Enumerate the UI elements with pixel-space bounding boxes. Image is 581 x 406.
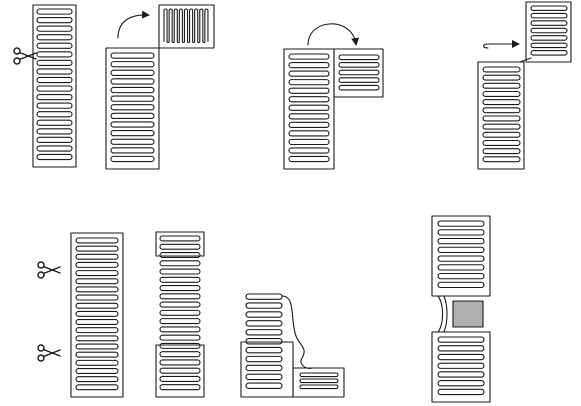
- heating-cable: [76, 238, 118, 390]
- cable-loops: [37, 9, 72, 160]
- scissors-icon: [38, 262, 60, 278]
- cable-loops: [339, 55, 379, 90]
- cable-loops: [289, 54, 329, 162]
- cable-loops: [438, 221, 484, 288]
- scissors-part: [14, 58, 20, 64]
- mat-panel: [71, 233, 123, 397]
- cable-loops: [76, 238, 118, 390]
- cable-loops: [483, 67, 520, 162]
- arrow-icon: [118, 15, 148, 38]
- heating-cable: [531, 6, 567, 55]
- cable-loops: [300, 373, 338, 389]
- step-cut-mat: [14, 5, 76, 167]
- cable-loops: [246, 294, 282, 388]
- scissors-part: [38, 345, 44, 351]
- heating-cable: [339, 55, 379, 90]
- cable-loops: [164, 9, 208, 42]
- heating-cable: [111, 53, 154, 162]
- scissors-part: [14, 48, 20, 54]
- cable-loops: [160, 236, 200, 390]
- obstacle: [453, 301, 483, 327]
- step-flip-section: [284, 24, 383, 169]
- cable-bypass: [444, 296, 447, 332]
- step-two-cut-points: [38, 233, 123, 397]
- arrow-icon: [308, 24, 356, 45]
- heating-cable: [246, 294, 282, 388]
- step-bypass-obstacle: [432, 216, 490, 402]
- cable-loops: [531, 6, 567, 55]
- scissors-part: [38, 272, 44, 278]
- step-shift-section: [478, 2, 571, 169]
- heating-cable: [300, 373, 338, 389]
- heating-cable: [289, 54, 329, 162]
- step-reposition-pieces: [241, 294, 344, 397]
- heating-cable-vertical: [164, 9, 208, 42]
- cable-loops: [438, 337, 484, 395]
- step-separated-pieces: [156, 232, 204, 397]
- scissors-part: [38, 355, 44, 361]
- heating-cable: [160, 236, 200, 390]
- scissors-icon: [38, 345, 60, 361]
- cable-loose-run: [282, 296, 312, 368]
- heating-cable: [438, 221, 484, 288]
- heating-cable: [37, 9, 72, 160]
- mat-panel: [284, 49, 334, 169]
- cable-loops: [111, 53, 154, 162]
- arrow-icon: [484, 44, 519, 48]
- step-rotate-upper-section: [106, 5, 214, 169]
- mat-panel: [106, 48, 159, 169]
- cable-bypass: [438, 296, 443, 332]
- scissors-part: [38, 262, 44, 268]
- heating-cable: [438, 337, 484, 395]
- heating-cable: [483, 67, 520, 162]
